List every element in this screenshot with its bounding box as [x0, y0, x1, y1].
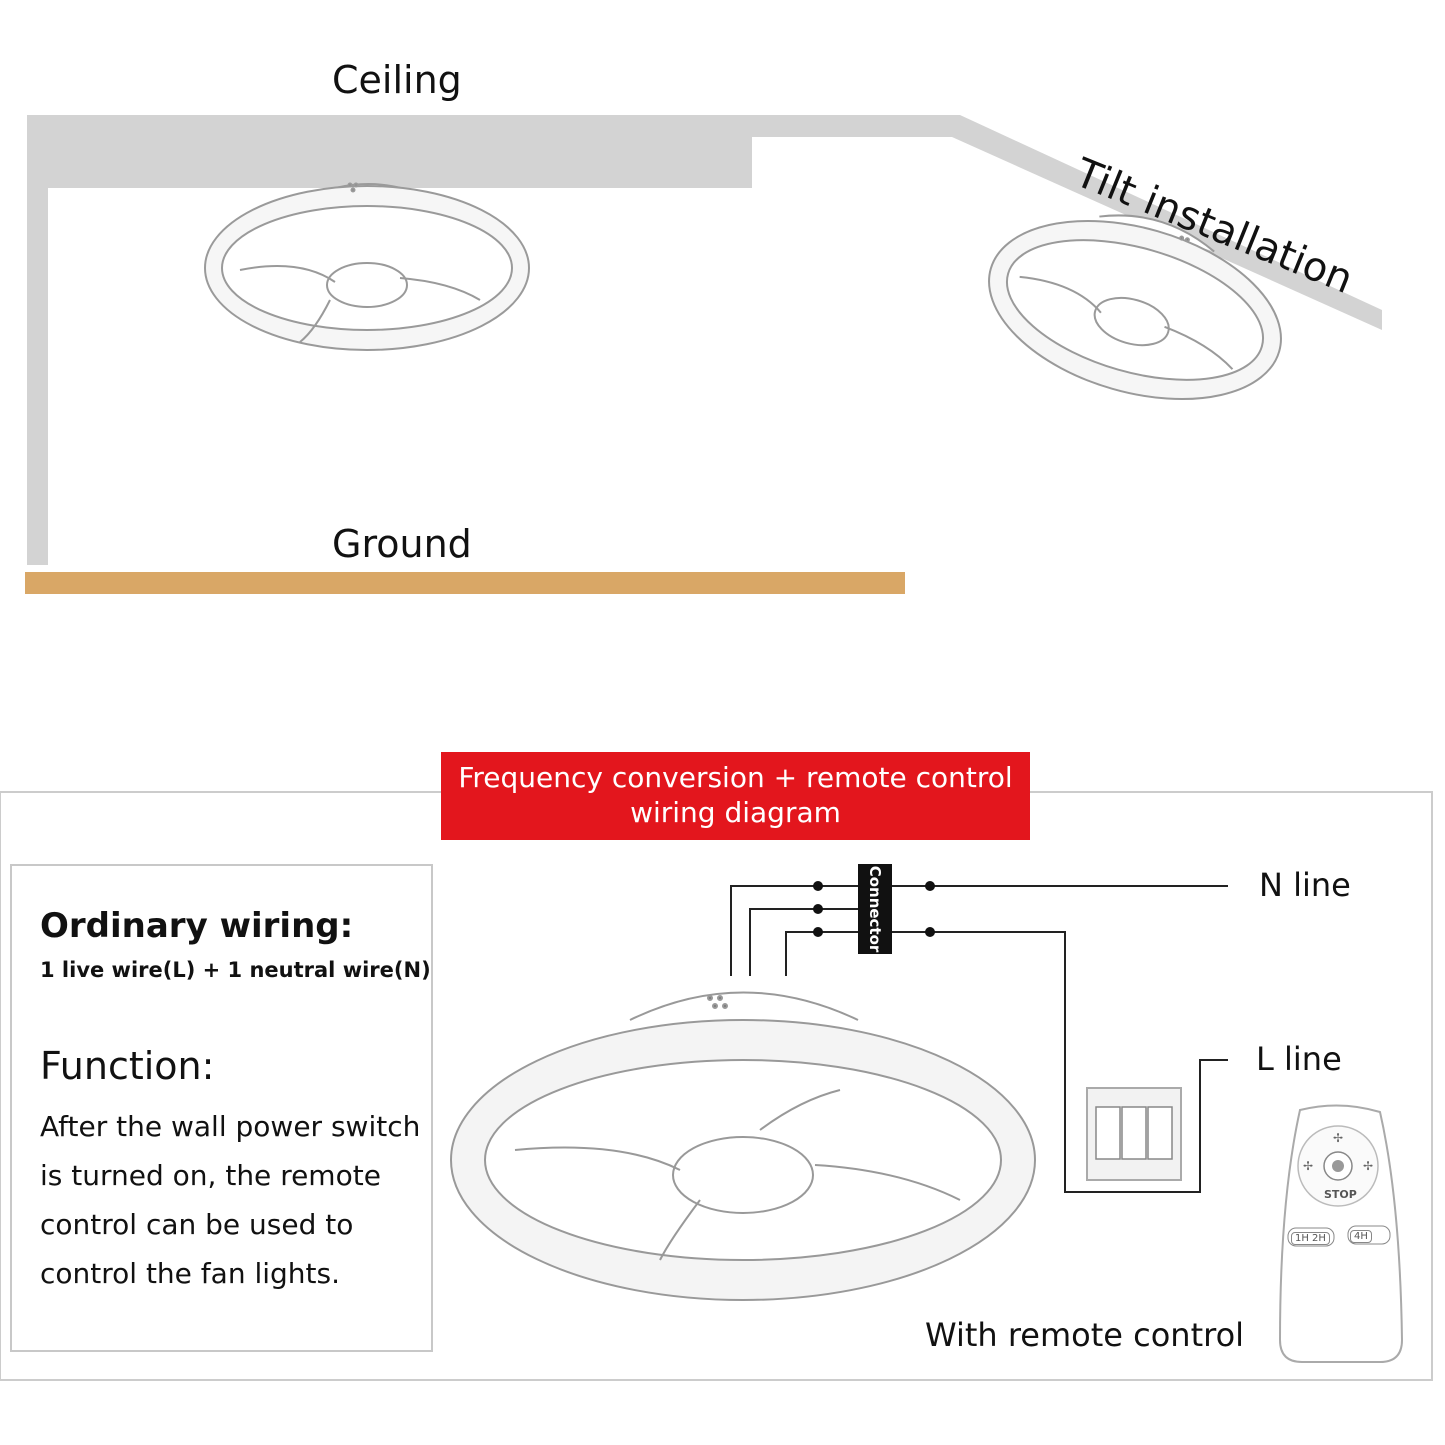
remote-timer-left: 1H 2H: [1291, 1232, 1330, 1245]
function-line: control can be used to: [40, 1208, 354, 1241]
ordinary-wiring-subtitle: 1 live wire(L) + 1 neutral wire(N): [40, 958, 431, 982]
connector-block: Connector: [858, 864, 892, 954]
function-line: control the fan lights.: [40, 1257, 341, 1290]
remote-stop-label: STOP: [1324, 1188, 1357, 1201]
ceiling-label: Ceiling: [332, 58, 462, 102]
n-line-label: N line: [1259, 866, 1351, 904]
svg-text:✢: ✢: [1363, 1159, 1373, 1173]
ceiling-fan-main: [450, 991, 1036, 1301]
svg-text:✢: ✢: [1333, 1131, 1343, 1145]
ceiling-fan-tilted: [988, 214, 1282, 401]
wiring-diagram-banner: Frequency conversion + remote control wi…: [441, 752, 1030, 840]
function-line: is turned on, the remote: [40, 1159, 381, 1192]
wall-switch: [1086, 1087, 1182, 1181]
function-line: After the wall power switch: [40, 1110, 421, 1143]
banner-line-2: wiring diagram: [630, 796, 841, 829]
function-description: After the wall power switch is turned on…: [40, 1102, 430, 1298]
connector-label: Connector: [866, 865, 884, 953]
l-line-label: L line: [1256, 1040, 1342, 1078]
ordinary-wiring-title: Ordinary wiring:: [40, 906, 354, 946]
ceiling-fan-flat: [204, 182, 530, 351]
banner-line-1: Frequency conversion + remote control: [458, 761, 1013, 794]
function-title: Function:: [40, 1044, 215, 1088]
remote-control-label: With remote control: [925, 1316, 1245, 1354]
wire-nodes: [813, 881, 935, 937]
ceiling-band: [27, 115, 1382, 565]
ground-label: Ground: [332, 522, 472, 566]
wiring-info-box: Ordinary wiring: 1 live wire(L) + 1 neut…: [10, 864, 433, 1352]
svg-text:✢: ✢: [1303, 1159, 1313, 1173]
remote-control: ✢ ✢ ✢: [1278, 1104, 1404, 1363]
remote-timer-right: 4H: [1350, 1230, 1372, 1243]
ground-bar: [25, 572, 905, 594]
